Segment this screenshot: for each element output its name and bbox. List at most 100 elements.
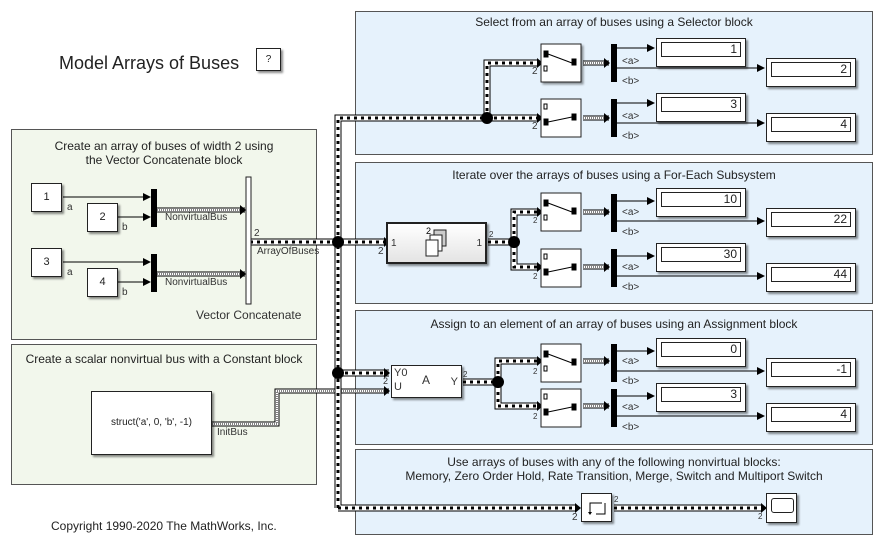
assignment-label: A — [422, 373, 431, 387]
display-block[interactable]: 44 — [766, 263, 856, 292]
display-value: 2 — [771, 62, 851, 77]
display-block[interactable]: 30 — [656, 243, 746, 272]
display-block[interactable]: 4 — [766, 403, 856, 432]
width-label: 2 — [532, 121, 538, 132]
input-port-label: 1 — [391, 238, 397, 249]
assignment-block[interactable]: Y0 U A Y — [391, 365, 462, 398]
display-value: 4 — [771, 407, 851, 422]
bus-selector — [611, 194, 617, 232]
bus-selector — [611, 389, 617, 427]
display-block[interactable]: 10 — [656, 188, 746, 217]
element-label-b: <b> — [622, 131, 640, 142]
help-label: ? — [265, 54, 272, 65]
element-label-a: <a> — [622, 111, 640, 122]
display-block[interactable]: -1 — [766, 358, 856, 387]
area-vector-concatenate: Create an array of buses of width 2 usin… — [11, 129, 317, 340]
element-label-b: <b> — [622, 422, 640, 433]
branch-point — [332, 236, 344, 248]
display-value: 3 — [661, 387, 741, 402]
for-each-subsystem-block[interactable]: 1 1 2 — [386, 222, 487, 264]
display-block[interactable]: 0 — [656, 338, 746, 367]
branch-point — [332, 367, 344, 379]
memory-icon — [588, 502, 606, 515]
width-label: 2 — [572, 512, 578, 523]
constant-value: 3 — [43, 256, 50, 268]
display-value: 1 — [661, 42, 741, 57]
bus-selector — [611, 44, 617, 82]
port-y-label: Y — [450, 376, 458, 388]
element-label-a: <a> — [622, 207, 640, 218]
bus-selector — [611, 99, 617, 137]
vector-concatenate-block — [245, 176, 252, 305]
area-title: Memory, Zero Order Hold, Rate Transition… — [405, 469, 823, 483]
width-label: 2 — [532, 66, 538, 77]
area-title: Iterate over the arrays of buses using a… — [452, 168, 776, 182]
signal-label: b — [122, 287, 128, 298]
branch-points — [332, 112, 520, 388]
constant-block-4[interactable]: 4 — [87, 268, 118, 297]
scope-block[interactable] — [766, 493, 797, 523]
element-label-b: <b> — [622, 227, 640, 238]
scope-screen-icon — [771, 498, 794, 513]
area-title: Select from an array of buses using a Se… — [475, 15, 753, 29]
bus-bars — [151, 44, 617, 427]
display-value: 22 — [771, 212, 851, 227]
display-block[interactable]: 3 — [656, 93, 746, 122]
display-block[interactable]: 3 — [656, 383, 746, 412]
element-label-b: <b> — [622, 282, 640, 293]
signal-label: b — [122, 222, 128, 233]
width-label: 2 — [463, 370, 468, 379]
display-value: 4 — [771, 117, 851, 132]
help-button[interactable]: ? — [256, 48, 281, 71]
display-value: 44 — [771, 267, 851, 282]
array-of-buses-label: ArrayOfBuses — [257, 246, 320, 257]
struct-constant-block[interactable]: struct('a', 0, 'b', -1) — [91, 391, 212, 455]
width-label: 2 — [533, 216, 538, 225]
arrowheads — [240, 58, 767, 513]
area-constant-bus: Create a scalar nonvirtual bus with a Co… — [11, 344, 317, 485]
element-label-b: <b> — [622, 376, 640, 387]
element-label-a: <a> — [622, 356, 640, 367]
branch-point — [492, 376, 504, 388]
for-each-icon: 2 — [425, 226, 447, 257]
bus-label: NonvirtualBus — [165, 277, 228, 288]
display-block[interactable]: 22 — [766, 208, 856, 237]
area-title: Assign to an element of an array of buse… — [430, 317, 798, 331]
signal-label: a — [67, 267, 73, 278]
constant-block-2[interactable]: 2 — [87, 203, 118, 232]
copyright: Copyright 1990-2020 The MathWorks, Inc. — [51, 519, 277, 533]
width-label: 2 — [533, 367, 538, 376]
bus-selector — [611, 344, 617, 382]
signal-label: a — [67, 202, 73, 213]
display-block[interactable]: 2 — [766, 58, 856, 87]
branch-point — [508, 236, 520, 248]
array-of-buses-lines — [250, 59, 762, 512]
width-label: 2 — [378, 246, 384, 257]
element-label-a: <a> — [622, 402, 640, 413]
constant-value: struct('a', 0, 'b', -1) — [111, 417, 192, 428]
bus-label: NonvirtualBus — [165, 212, 228, 223]
memory-block[interactable] — [581, 493, 612, 522]
constant-block-1[interactable]: 1 — [31, 183, 62, 212]
constant-value: 2 — [99, 211, 106, 223]
width-label: 2 — [758, 512, 763, 521]
width-label: 2 — [533, 412, 538, 421]
display-value: 3 — [661, 97, 741, 112]
element-label-a: <a> — [622, 262, 640, 273]
init-bus-label: InitBus — [217, 427, 248, 438]
element-label-a: <a> — [622, 56, 640, 67]
width-label: 2 — [489, 230, 494, 239]
display-value: 10 — [661, 192, 741, 207]
width-label: 2 — [254, 228, 260, 239]
display-block[interactable]: 4 — [766, 113, 856, 142]
element-label-b: <b> — [622, 76, 640, 87]
model-title: Model Arrays of Buses — [59, 53, 240, 73]
output-port-label: 1 — [476, 238, 482, 249]
constant-block-3[interactable]: 3 — [31, 248, 62, 277]
area-title: the Vector Concatenate block — [85, 153, 243, 167]
port-y0-label: Y0 — [394, 367, 408, 379]
display-block[interactable]: 1 — [656, 38, 746, 67]
branch-point — [481, 112, 493, 124]
bus-creator — [151, 254, 157, 292]
width-label: 2 — [533, 272, 538, 281]
